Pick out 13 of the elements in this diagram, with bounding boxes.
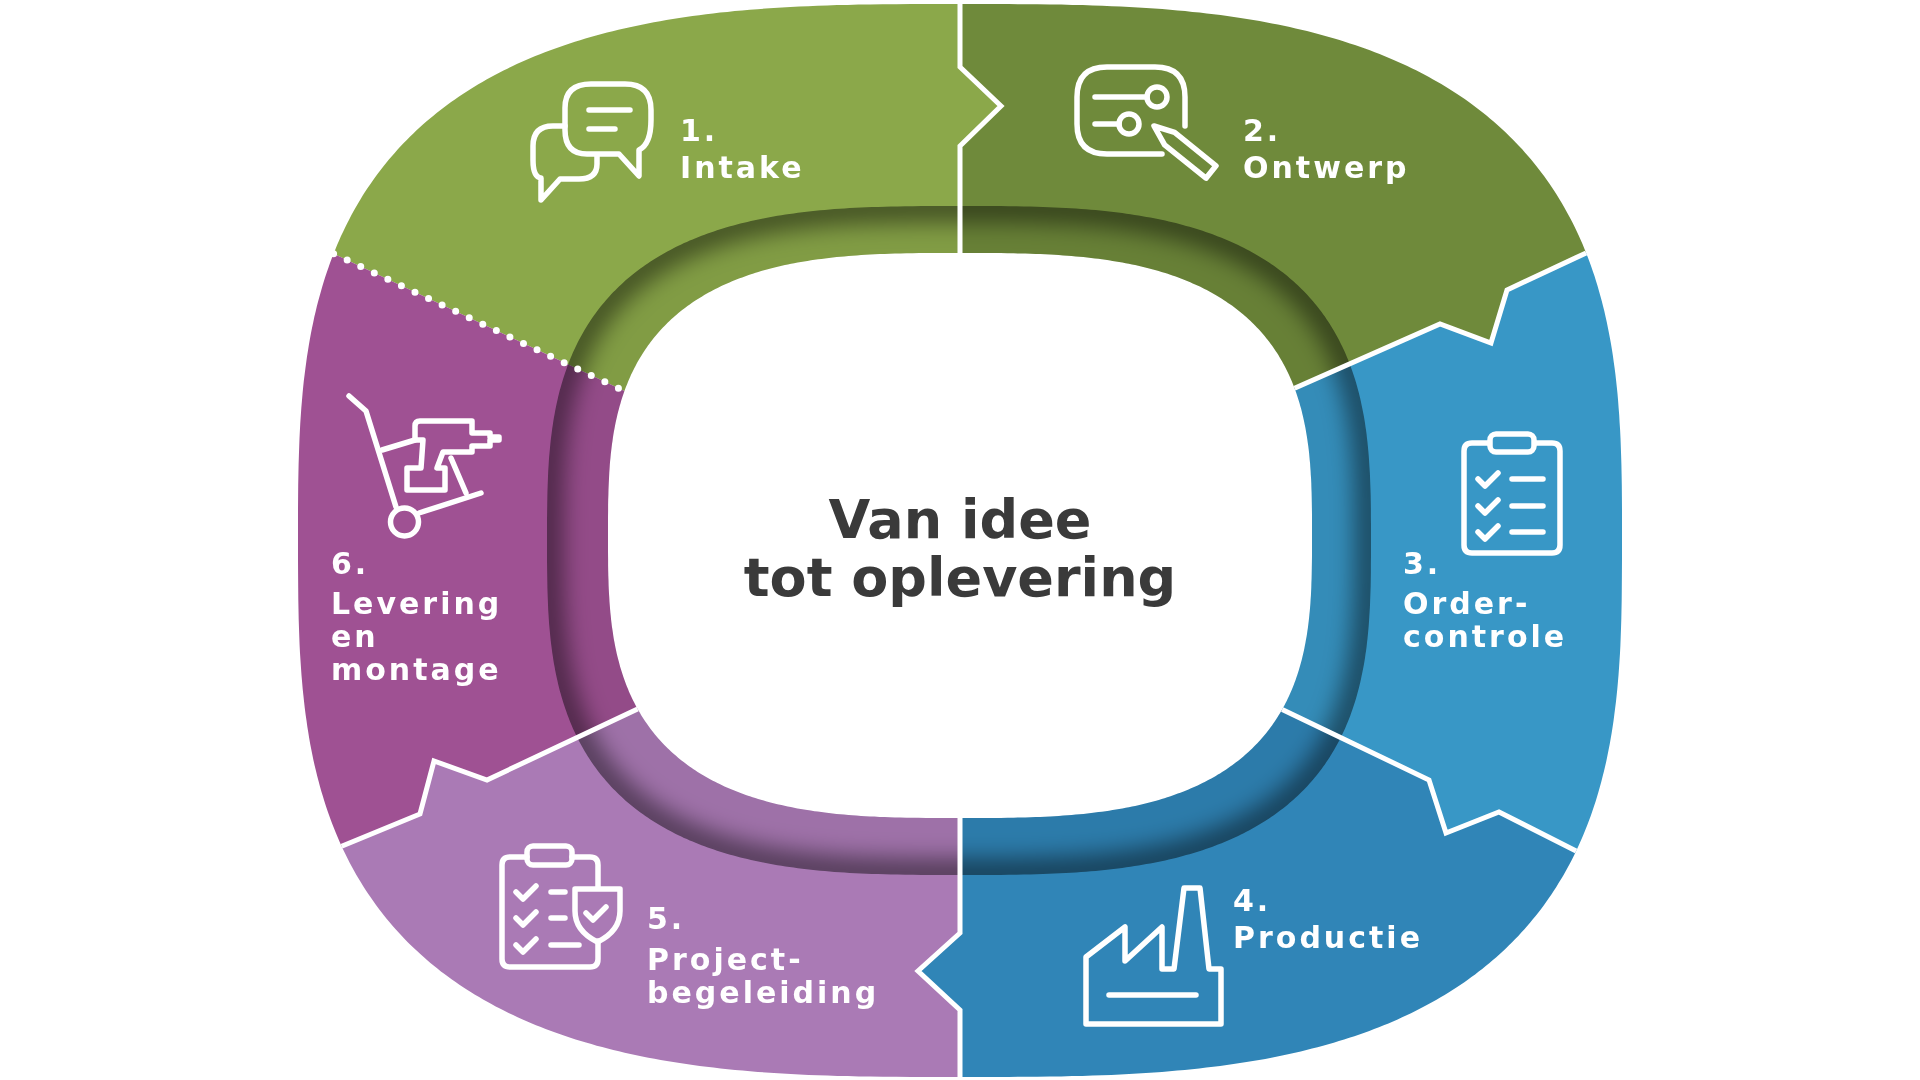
step-label: Project- begeleiding <box>647 943 881 1009</box>
step-number: 4. <box>1233 884 1272 918</box>
step-number: 5. <box>647 902 686 936</box>
step-number: 3. <box>1403 547 1442 581</box>
step-label: Intake <box>680 151 806 184</box>
diagram-title: Van idee tot oplevering <box>742 491 1178 607</box>
step-number: 1. <box>680 114 719 148</box>
step-number: 6. <box>331 547 370 581</box>
step-label: Order- controle <box>1403 587 1569 653</box>
step-label: Productie <box>1233 921 1424 954</box>
step-label: Ontwerp <box>1243 151 1411 184</box>
step-number: 2. <box>1243 114 1282 148</box>
step-label: Levering en montage <box>331 587 504 686</box>
